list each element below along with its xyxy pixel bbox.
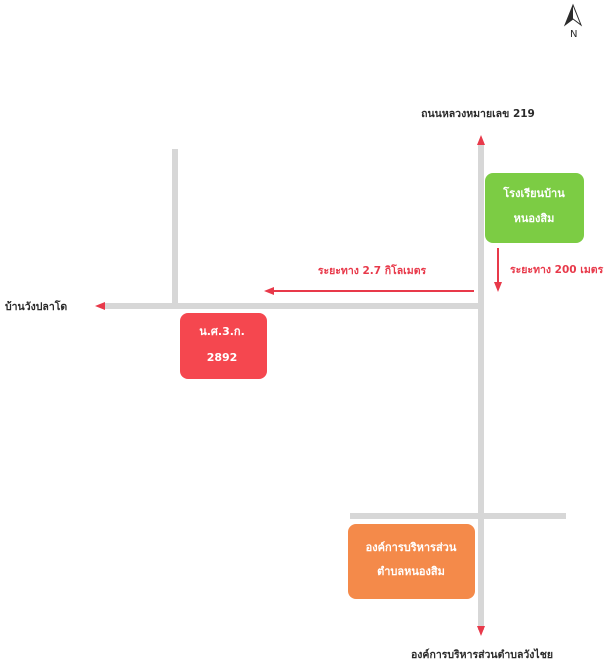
distance-west-label: ระยะทาง 2.7 กิโลเมตร (318, 264, 427, 277)
road-219-label: ถนนหลวงหมายเลข 219 (421, 108, 535, 120)
north-letter: N (570, 29, 577, 40)
arrow-west-icon (95, 302, 105, 310)
office-code-line1: น.ศ.3.ก. (199, 325, 245, 338)
school-marker: โรงเรียนบ้าน หนองสิม (485, 173, 584, 243)
sao-name-line2: ตำบลหนองสิม (377, 565, 445, 578)
arrow-north-icon (477, 135, 485, 145)
school-name-line1: โรงเรียนบ้าน (502, 186, 565, 200)
north-arrow-icon: N (563, 3, 583, 40)
sao-name-line1: องค์การบริหารส่วน (366, 541, 457, 554)
office-marker: น.ศ.3.ก. 2892 (180, 313, 267, 379)
distance-arrow-west (264, 287, 474, 295)
arrow-south-icon (477, 626, 485, 636)
office-code-line2: 2892 (207, 351, 238, 364)
distance-arrow-school (494, 248, 502, 292)
sao-wang-chai-label: องค์การบริหารส่วนตำบลวังไชย (411, 648, 553, 661)
ban-wang-pla-do-label: บ้านวังปลาโด (5, 300, 67, 313)
school-name-line2: หนองสิม (514, 212, 555, 225)
distance-school-label: ระยะทาง 200 เมตร (510, 264, 604, 276)
sao-nong-sim-marker: องค์การบริหารส่วน ตำบลหนองสิม (348, 524, 475, 599)
